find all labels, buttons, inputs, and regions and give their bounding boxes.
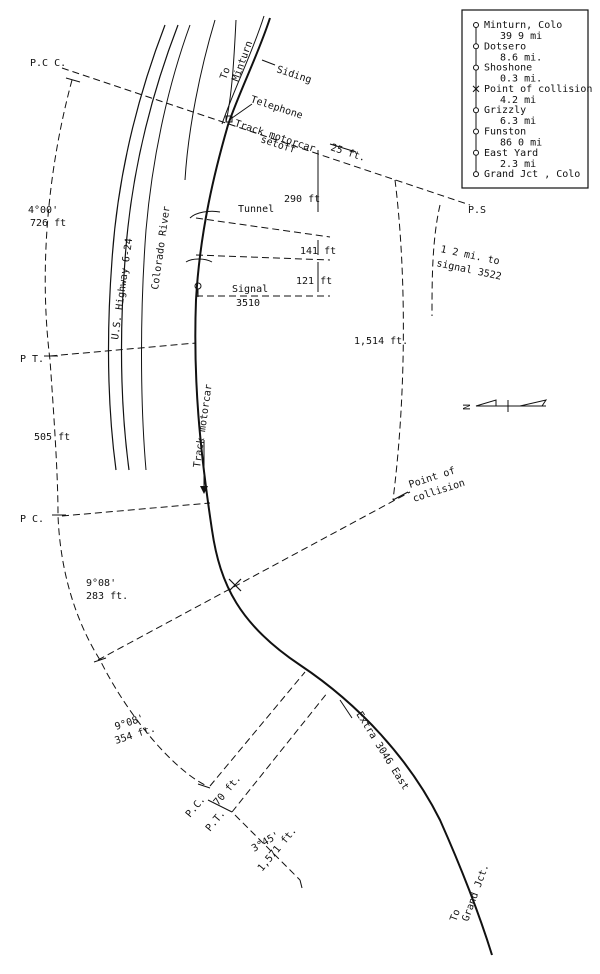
legend-station-name: Minturn, Colo	[484, 20, 562, 31]
label-pt-upper: P T.	[20, 354, 44, 365]
arc-tick-pcc	[65, 77, 81, 83]
legend-distance: 2.3 mi	[500, 159, 536, 170]
legend-station-name: Shoshone	[484, 63, 532, 74]
lower-pc-line-2	[231, 691, 329, 813]
label-river: Colorado River	[150, 205, 173, 290]
legend-station-name: Grand Jct , Colo	[484, 169, 580, 180]
label-signal-2: 3510	[236, 298, 260, 309]
label-dist-290: 290 ft	[284, 194, 320, 205]
station-legend	[461, 9, 589, 189]
legend-distance: 39 9 mi	[500, 31, 542, 42]
label-highway: U.S. Highway 6-24	[110, 238, 135, 341]
legend-distance: 6.3 mi	[500, 116, 536, 127]
label-pc-lower: P.C.	[184, 794, 208, 820]
legend-station-marker	[473, 171, 479, 178]
tunnel-line	[195, 217, 331, 238]
label-track-motorcar: Track motorcar	[192, 383, 215, 468]
extra-east-arrow	[339, 699, 353, 719]
label-dist-25: 25 ft.	[329, 142, 367, 164]
label-siding: Siding	[275, 64, 313, 86]
label-curve2-len: 283 ft.	[86, 591, 128, 602]
label-dist-1514: 1,514 ft.	[354, 336, 408, 347]
north-arrow-icon	[475, 399, 548, 412]
label-tangent-len: 505 ft	[34, 432, 70, 443]
label-to-grand-1: To	[448, 908, 462, 923]
curve-arc	[44, 79, 206, 786]
collision-marker	[228, 578, 242, 592]
legend-station-marker	[473, 64, 479, 71]
collision-label-leader	[392, 491, 409, 501]
label-north: N	[462, 404, 473, 410]
tunnel-symbol	[189, 210, 221, 219]
legend-station-name: East Yard	[484, 148, 538, 159]
lower-pc-line-1	[209, 671, 306, 787]
arc-tick-pc-lower	[197, 783, 211, 789]
dim-signal-3522	[431, 204, 441, 317]
ps-line	[61, 67, 471, 206]
legend-station-marker	[473, 107, 479, 114]
legend-distance: 8.6 mi.	[500, 52, 542, 63]
label-dist-141: 141 ft	[300, 246, 336, 257]
label-extra-east: Extra 3046 East	[353, 710, 410, 792]
label-curve1-deg: 4°00'	[28, 205, 58, 216]
legend-station-marker	[473, 43, 479, 50]
telephone-leader	[231, 103, 253, 119]
legend-station-marker	[473, 128, 479, 135]
pc-line	[61, 502, 211, 517]
label-to-grand-2: Grand Jct.	[460, 863, 491, 923]
main-track-rail	[221, 15, 265, 125]
legend-station-name: Dotsero	[484, 41, 526, 52]
label-pcc: P.C C.	[30, 58, 66, 69]
offset-141-line	[195, 254, 331, 261]
legend-distance: 86 0 mi	[500, 138, 542, 149]
label-curve1-len: 726 ft	[30, 218, 66, 229]
label-to-minturn-1: To	[218, 66, 232, 81]
motorcar-arrowhead	[200, 486, 208, 494]
label-tunnel: Tunnel	[238, 204, 274, 215]
legend-station-name: Funston	[484, 127, 526, 138]
pt-line	[49, 342, 197, 357]
tunnel-symbol-2	[185, 258, 213, 263]
highway-line-2	[120, 24, 179, 471]
arc-tick-mid	[93, 657, 107, 663]
dim-70	[207, 799, 233, 813]
legend-distance: 0.3 mi.	[500, 74, 542, 85]
river-bank-2	[184, 19, 216, 181]
collision-line	[97, 491, 411, 661]
dim-1514	[392, 179, 404, 501]
legend-distance: 4.2 mi	[500, 95, 536, 106]
legend-station-name: Grizzly	[484, 105, 526, 116]
siding-track	[225, 19, 237, 123]
label-ps: P.S	[468, 205, 486, 216]
label-dist-70: 70 ft.	[212, 773, 244, 808]
curve-arc-arrow	[299, 879, 303, 889]
siding-arrow	[261, 59, 276, 66]
legend-station-marker	[472, 85, 480, 93]
legend-station-marker	[473, 149, 479, 156]
legend-station-marker	[473, 22, 479, 28]
highway-line-1	[107, 24, 166, 471]
river-bank-1	[141, 24, 191, 471]
label-signal-1: Signal	[232, 284, 268, 295]
label-curve2-deg: 9°08'	[86, 578, 116, 589]
label-dist-121: 121 ft	[296, 276, 332, 287]
dim-25	[329, 143, 357, 153]
telephone-symbol	[225, 115, 233, 123]
label-pc-mid: P C.	[20, 514, 44, 525]
main-track	[194, 17, 493, 956]
legend-station-name: Point of collision	[484, 84, 592, 95]
label-telephone: Telephone	[249, 94, 304, 121]
label-pt-lower: P.T.	[204, 808, 228, 834]
